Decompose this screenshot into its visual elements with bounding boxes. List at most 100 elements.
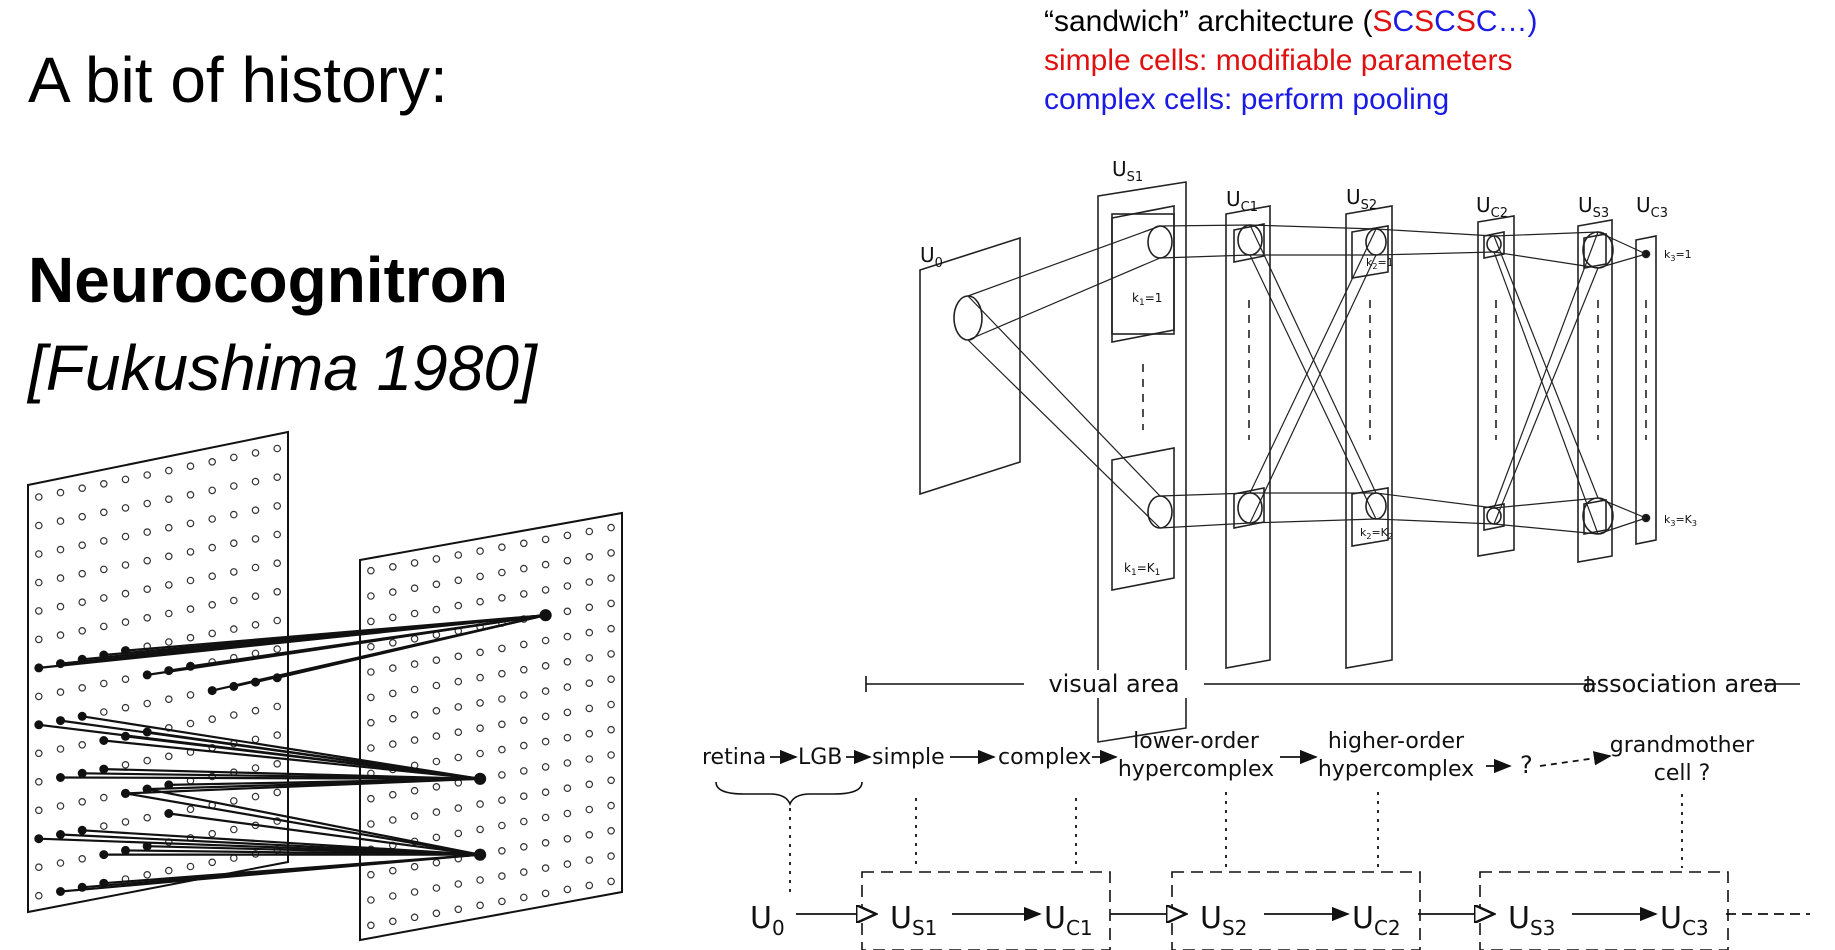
front-sheet-dot — [541, 889, 550, 898]
label-us1: US1 — [1112, 157, 1143, 185]
front-sheet-dot — [498, 821, 506, 830]
front-sheet-dot — [519, 539, 528, 548]
front-sheet-dot — [585, 679, 594, 688]
front-sheet-dot — [585, 755, 594, 763]
back-sheet-dot — [230, 596, 238, 605]
front-sheet-dot — [563, 733, 572, 742]
front-sheet-dot — [607, 523, 615, 532]
layer-pair-boxes — [861, 871, 1729, 950]
front-sheet-dot — [607, 650, 615, 658]
back-sheet-dot — [208, 715, 217, 724]
back-sheet-dot — [34, 749, 43, 758]
label-uc2: UC2 — [1476, 193, 1508, 221]
front-sheet-dot — [476, 901, 484, 910]
front-sheet-dot — [432, 706, 441, 715]
source-unit — [142, 841, 152, 851]
back-sheet-dot — [34, 863, 43, 872]
back-sheet-dot — [56, 745, 65, 753]
back-sheet-dot — [143, 756, 152, 765]
front-sheet-dot — [388, 562, 397, 571]
front-sheet-dot — [410, 685, 419, 694]
back-sheet-dot — [34, 806, 43, 815]
stage-complex: complex — [998, 745, 1091, 770]
us1-unit-bot — [1147, 495, 1173, 529]
back-sheet-dot — [78, 598, 87, 607]
complex-cells-note: complex cells: perform pooling — [1044, 83, 1450, 116]
back-sheet-dot — [230, 539, 238, 548]
visual-area-label: visual area — [1048, 670, 1179, 698]
front-sheet-dot — [432, 732, 441, 740]
stage-simple: simple — [872, 745, 945, 770]
front-sheet-dot — [454, 880, 463, 888]
stage-lower-order-hypercomplex: hypercomplex — [1118, 757, 1274, 782]
front-sheet-dot — [585, 805, 594, 814]
back-sheet-dot — [230, 854, 238, 862]
back-sheet-dot — [34, 578, 43, 587]
front-sheet-dot — [519, 817, 528, 826]
front-sheet-dot — [388, 664, 397, 672]
front-sheet-dot — [585, 603, 594, 612]
front-sheet-dot — [454, 576, 463, 585]
chain-us2: US2 — [1200, 901, 1247, 940]
back-sheet-dot — [208, 543, 217, 552]
back-sheet-dot — [34, 521, 43, 530]
back-sheet-dot — [121, 532, 130, 541]
source-unit — [251, 677, 261, 687]
source-unit — [142, 784, 152, 794]
back-sheet-dot — [56, 488, 65, 497]
back-sheet-dot — [56, 602, 65, 611]
sandwich-suffix: …) — [1497, 5, 1538, 38]
front-sheet-dot — [541, 737, 550, 746]
source-unit — [34, 663, 44, 673]
sandwich-line: “sandwich” architecture (SCSCSC…) — [1044, 2, 1538, 41]
sandwich-prefix: “sandwich” architecture ( — [1044, 5, 1373, 38]
front-sheet-dot — [519, 868, 528, 876]
back-sheet-dot — [100, 479, 108, 488]
citation: [Fukushima 1980] — [28, 332, 537, 404]
us1-plane-top-face — [1111, 205, 1175, 343]
front-sheet-dot — [607, 826, 615, 835]
connection-line — [125, 614, 546, 652]
seq-s3: S — [1455, 5, 1476, 38]
front-sheet-dot — [519, 640, 528, 649]
front-sheet-dot — [563, 759, 572, 767]
label-uc1: UC1 — [1226, 187, 1258, 215]
front-sheet-dot — [476, 673, 484, 682]
uc1-unit-top — [1237, 224, 1263, 256]
source-unit — [120, 845, 130, 855]
back-sheet-dot — [100, 679, 108, 688]
back-sheet-dot — [251, 792, 260, 801]
front-sheet-dot — [388, 714, 397, 723]
front-sheet-dot — [432, 909, 441, 918]
front-sheet-dot — [476, 597, 484, 606]
front-sheet-dot — [367, 744, 375, 752]
stage-retina: retina — [702, 745, 766, 770]
back-sheet-dot — [273, 444, 282, 453]
back-sheet-dot — [230, 711, 238, 719]
front-sheet-dot — [519, 564, 528, 573]
front-sheet-dot — [563, 683, 572, 691]
front-sheet-dot — [563, 657, 572, 666]
chain-uc2: UC2 — [1352, 901, 1401, 940]
back-sheet-dot — [186, 519, 195, 528]
front-sheet-dot — [498, 543, 506, 552]
back-sheet-dot — [100, 822, 108, 830]
front-sheet-dot — [367, 617, 375, 626]
source-unit — [99, 878, 109, 888]
back-sheet-dot — [251, 735, 260, 744]
front-sheet-dot — [541, 560, 550, 569]
front-sheet-dot — [454, 551, 463, 559]
front-sheet-dot — [476, 547, 484, 555]
front-sheet-dot — [476, 825, 484, 834]
back-sheet-dot — [251, 535, 260, 543]
label-us3: US3 — [1578, 193, 1609, 221]
front-sheet-dot — [498, 695, 506, 703]
front-sheet-dot — [432, 858, 441, 867]
bottom-layer-chain: U0 US1 UC1 US2 UC2 US3 UC3 — [750, 901, 1810, 940]
us1-unit-top — [1147, 225, 1173, 259]
back-sheet-dot — [230, 510, 238, 519]
back-sheet-dot — [208, 572, 217, 581]
back-sheet-dot — [208, 486, 217, 495]
back-sheet-dot — [56, 574, 65, 582]
front-sheet-dot — [519, 590, 528, 598]
